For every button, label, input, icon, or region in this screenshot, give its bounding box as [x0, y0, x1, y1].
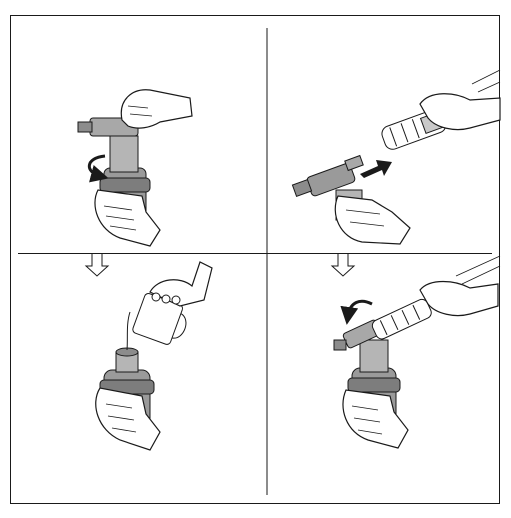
tool-cylinder — [360, 340, 388, 372]
outer-frame — [11, 16, 500, 504]
tool-cylinder — [110, 136, 138, 172]
